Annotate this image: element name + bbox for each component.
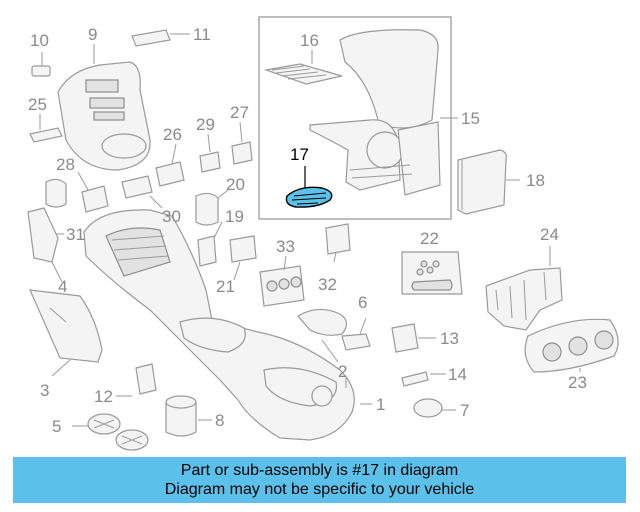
caption-line-1: Part or sub-assembly is #17 in diagram	[180, 462, 459, 479]
part-33-panel	[259, 265, 305, 307]
part-29-switch	[199, 151, 221, 173]
part-9-bezel	[57, 61, 151, 171]
part-7-mat	[413, 398, 443, 418]
callout-10: 10	[30, 31, 49, 50]
part-27-switch	[231, 141, 253, 165]
callout-23: 23	[568, 373, 587, 392]
callout-15: 15	[461, 109, 480, 128]
part-26-switch	[155, 161, 185, 187]
callout-21: 21	[216, 277, 235, 296]
part-21-switch	[229, 235, 257, 263]
part-32-switch	[325, 223, 351, 255]
part-17-pad	[285, 186, 333, 208]
part-6-mat	[341, 333, 371, 351]
part-11-insert	[131, 29, 171, 47]
callout-9: 9	[88, 25, 97, 44]
part-23-control-panel	[524, 318, 619, 373]
callout-11: 11	[193, 25, 211, 44]
part-10-clip	[31, 65, 51, 77]
callout-1: 1	[376, 395, 385, 414]
part-15-armrest	[309, 29, 441, 196]
callout-30: 30	[162, 207, 181, 226]
callout-7: 7	[460, 401, 469, 420]
part-30-switch	[121, 175, 153, 199]
part-24-housing	[485, 267, 563, 331]
callout-24: 24	[540, 225, 559, 244]
part-13-bracket	[391, 323, 419, 353]
callout-8: 8	[215, 411, 224, 430]
callout-28: 28	[56, 155, 75, 174]
part-18-cover	[457, 149, 507, 215]
callout-29: 29	[196, 115, 215, 134]
part-8-cup	[165, 395, 197, 437]
callout-6: 6	[358, 293, 367, 312]
part-31-bracket	[27, 207, 59, 263]
part-5-mat	[87, 413, 149, 451]
caption-banner: Part or sub-assembly is #17 in diagram D…	[13, 457, 626, 503]
callout-12: 12	[94, 387, 113, 406]
callout-33: 33	[276, 237, 295, 256]
callout-3: 3	[40, 381, 49, 400]
part-20-socket	[195, 192, 219, 226]
callout-25: 25	[28, 95, 47, 114]
callout-32: 32	[318, 275, 337, 294]
callout-13: 13	[440, 329, 459, 348]
callout-27: 27	[230, 103, 249, 122]
part-16-pad	[263, 63, 343, 85]
callout-17: 17	[290, 145, 309, 164]
socket-left	[45, 178, 67, 208]
part-28-switch	[81, 185, 109, 213]
parts-diagram: 1 2 3 4 5 6 7 8 9 10 11 12 13 14 15 16 1…	[27, 16, 619, 451]
callout-31: 31	[66, 225, 85, 244]
part-19-socket	[197, 235, 217, 267]
callout-14: 14	[448, 365, 467, 384]
part-1-console	[83, 209, 355, 441]
part-14-clip	[401, 371, 429, 387]
callout-19: 19	[225, 207, 244, 226]
callout-26: 26	[163, 125, 182, 144]
callout-20: 20	[226, 175, 245, 194]
callout-18: 18	[526, 171, 545, 190]
callout-5: 5	[52, 417, 61, 436]
callout-22: 22	[420, 229, 439, 248]
part-25-switch	[29, 127, 63, 143]
callout-4: 4	[58, 277, 67, 296]
callout-2: 2	[338, 362, 347, 381]
callout-16: 16	[300, 31, 319, 50]
part-22-pads	[401, 251, 463, 295]
part-2-frame	[297, 308, 348, 336]
part-3-panel	[29, 289, 103, 363]
part-12-clip	[135, 363, 157, 395]
caption-line-2: Diagram may not be specific to your vehi…	[164, 481, 475, 498]
